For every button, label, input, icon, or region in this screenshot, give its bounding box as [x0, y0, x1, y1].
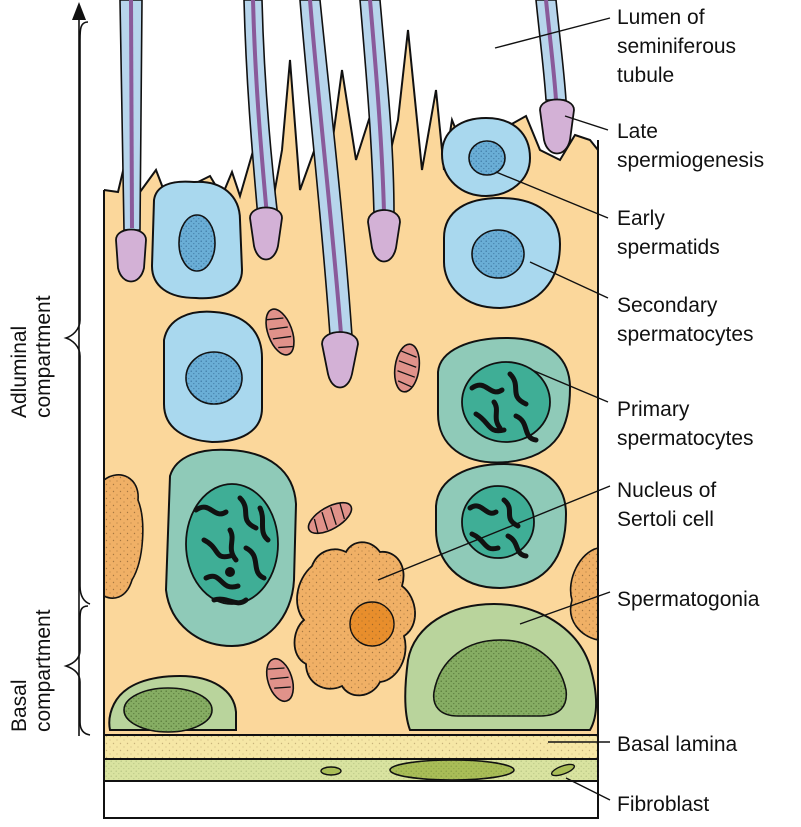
basal-compartment-label: Basal [8, 679, 31, 732]
mitochondria [265, 308, 421, 703]
spermatid-heads [115, 98, 575, 389]
adluminal-brace [63, 21, 91, 605]
label-nucleus-sertoli: Nucleus of Sertoli cell [617, 479, 722, 531]
primary-spermatocyte-right-lower [435, 462, 568, 590]
spermatid-tails [119, 0, 567, 337]
basal-compartment-label-line2: compartment [32, 609, 55, 732]
spermatogonium-right [404, 602, 597, 731]
secondary-spermatocyte-right [443, 196, 562, 310]
adluminal-compartment-label: Adluminal [8, 326, 31, 418]
early-spermatid-left [150, 180, 244, 300]
secondary-spermatocyte-left [163, 310, 263, 444]
label-early-spermatids: Early spermatids [617, 207, 720, 259]
label-lumen: Lumen of seminiferous tubule [617, 6, 742, 87]
label-secondary-spermatocytes: Secondary spermatocytes [617, 294, 754, 346]
basal-brace [63, 605, 91, 736]
compartment-axis [63, 2, 91, 736]
spermatogonium-left [108, 674, 237, 733]
adluminal-compartment-label-line2: compartment [32, 295, 55, 418]
label-late-spermiogenesis: Late spermiogenesis [617, 120, 764, 172]
label-basal-lamina: Basal lamina [617, 733, 738, 756]
leader-lines [377, 17, 611, 801]
arrow-up-icon [72, 2, 86, 20]
primary-spermatocyte-left [164, 448, 298, 648]
label-primary-spermatocytes: Primary spermatocytes [617, 398, 754, 450]
early-spermatid-right [440, 116, 532, 198]
sertoli-nucleus [293, 541, 416, 697]
label-fibroblast: Fibroblast [617, 793, 709, 816]
primary-spermatocyte-right-upper [437, 336, 572, 464]
label-spermatogonia: Spermatogonia [617, 588, 760, 611]
